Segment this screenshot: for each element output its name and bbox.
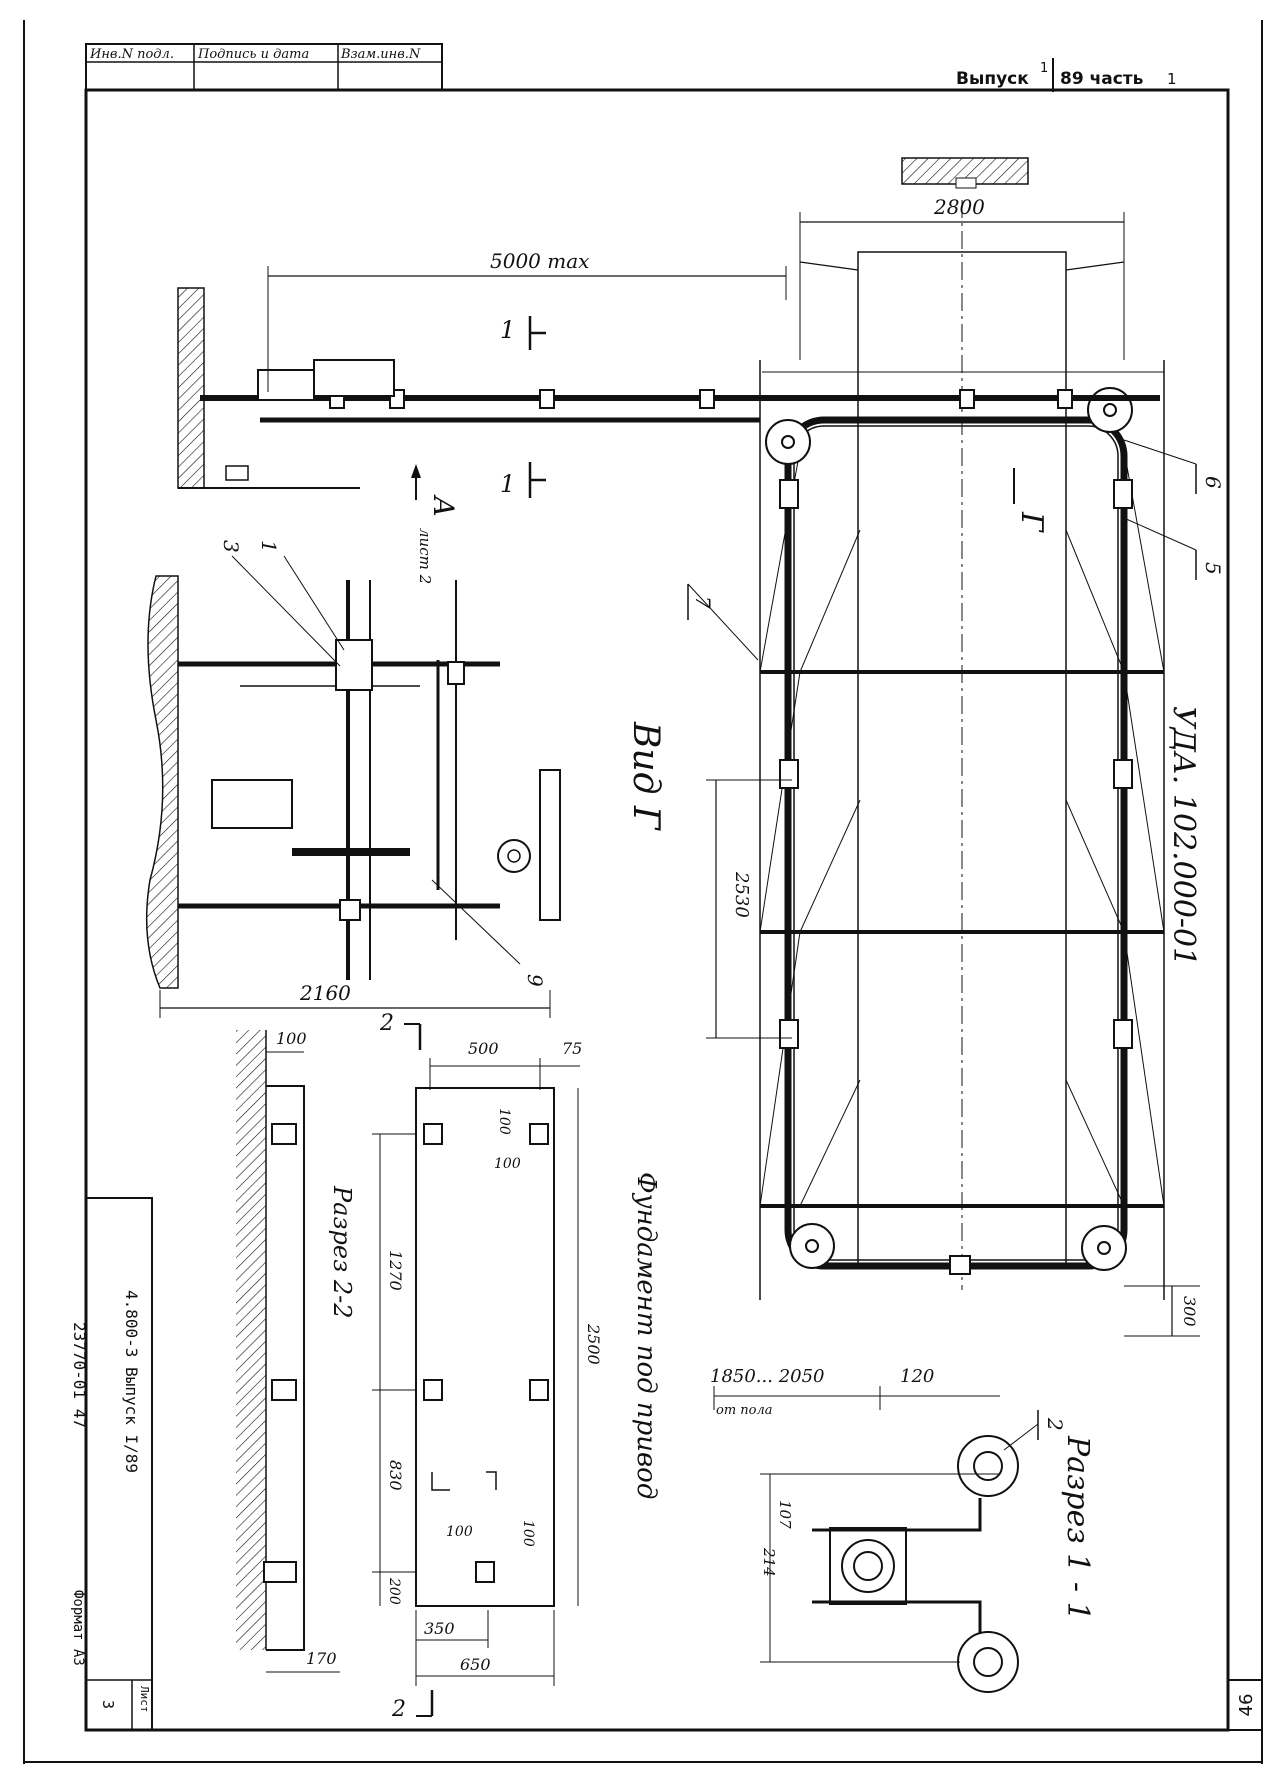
callout-1: 1 — [257, 540, 281, 553]
dim-5000: 5000 max — [490, 249, 589, 273]
issue-word: Выпуск — [956, 69, 1029, 89]
callout-7: 7 — [691, 596, 715, 609]
dim-75: 75 — [562, 1039, 582, 1058]
dim-100-wall: 100 — [276, 1029, 307, 1048]
callout-2: 2 — [1043, 1417, 1067, 1431]
view-mark-g: Г — [1014, 511, 1049, 533]
stamp-strip: Инв.N подл. Подпись и дата Взам.инв.N — [85, 43, 443, 91]
section-mark-1-bottom: 1 — [500, 470, 515, 498]
section-mark-2-top: 2 — [379, 1011, 394, 1036]
issue-num: 1 — [1040, 61, 1048, 76]
dim-100c: 100 — [446, 1524, 473, 1540]
dim-2500: 2500 — [584, 1323, 603, 1365]
view-g-detail: 1 3 9 А лист 2 Вид Г 2160 — [145, 464, 666, 1018]
view-g-caption: Вид Г — [625, 721, 666, 831]
section-1-1: 1850... 2050 от пола 120 107 214 2 Разре… — [710, 1366, 1095, 1693]
format-label: Формат А3 — [70, 1590, 86, 1666]
dim-500: 500 — [468, 1039, 499, 1058]
dim-830: 830 — [386, 1460, 405, 1491]
dim-100b: 100 — [494, 1156, 521, 1172]
issue-header: Выпуск 1 89 часть 1 — [956, 58, 1177, 92]
section-1-1-caption: Разрез 1 - 1 — [1060, 1435, 1095, 1621]
dim-100a: 100 — [496, 1108, 512, 1135]
dim-300: 300 — [1180, 1296, 1199, 1327]
dim-200: 200 — [386, 1577, 402, 1605]
section-mark-1-top: 1 — [500, 316, 515, 344]
stamp-col1: Инв.N подл. — [89, 47, 174, 62]
sheet-label: Лист — [138, 1686, 151, 1713]
dim-107: 107 — [776, 1500, 794, 1529]
dim-2160: 2160 — [299, 981, 351, 1005]
callout-3: 3 — [219, 540, 243, 553]
sheet-value: 3 — [99, 1700, 117, 1709]
sheet-number: 46 — [1236, 1694, 1257, 1717]
view-a-sheet: лист 2 — [416, 528, 434, 584]
drawing-code: УДА. 102.000-01 — [1166, 706, 1201, 966]
view-a-mark: А — [427, 494, 460, 517]
year-part: 89 часть — [1060, 69, 1143, 89]
dim-height-range: 1850... 2050 — [710, 1366, 825, 1387]
sheet-number-cell: 46 — [1227, 1679, 1263, 1731]
section-mark-2-bottom: 2 — [391, 1697, 406, 1722]
callout-5: 5 — [1201, 562, 1225, 575]
section-2-2: 100 170 Разрез 2-2 — [236, 1029, 356, 1673]
part-num: 1 — [1167, 70, 1177, 88]
inv-line: 23770-01 47 — [70, 1322, 89, 1428]
stamp-col2: Подпись и дата — [197, 47, 309, 62]
title-block: 4.800-3 Выпуск I/89 23770-01 47 Формат А… — [70, 1197, 153, 1731]
foundation-plan: 500 75 2500 100 100 1270 830 200 100 100… — [372, 1011, 661, 1722]
dim-1270: 1270 — [386, 1250, 405, 1291]
dim-2800: 2800 — [933, 195, 985, 219]
dim-100d: 100 — [520, 1520, 536, 1547]
dim-2530: 2530 — [731, 871, 752, 918]
dim-214: 214 — [760, 1547, 778, 1577]
dim-120: 120 — [900, 1366, 934, 1387]
section-2-2-caption: Разрез 2-2 — [328, 1185, 356, 1318]
inner-frame — [84, 88, 1230, 1732]
callout-9: 9 — [523, 974, 547, 987]
stamp-col3: Взам.инв.N — [340, 47, 421, 62]
dim-650: 650 — [460, 1655, 491, 1674]
dim-350: 350 — [424, 1619, 455, 1638]
doc-line: 4.800-3 Выпуск I/89 — [122, 1290, 141, 1473]
plan-view: 2800 — [177, 157, 1225, 1337]
dim-170: 170 — [306, 1649, 337, 1668]
foundation-caption: Фундамент под привод — [631, 1172, 661, 1499]
dim-from-floor: от пола — [716, 1403, 773, 1418]
callout-6: 6 — [1201, 476, 1225, 489]
